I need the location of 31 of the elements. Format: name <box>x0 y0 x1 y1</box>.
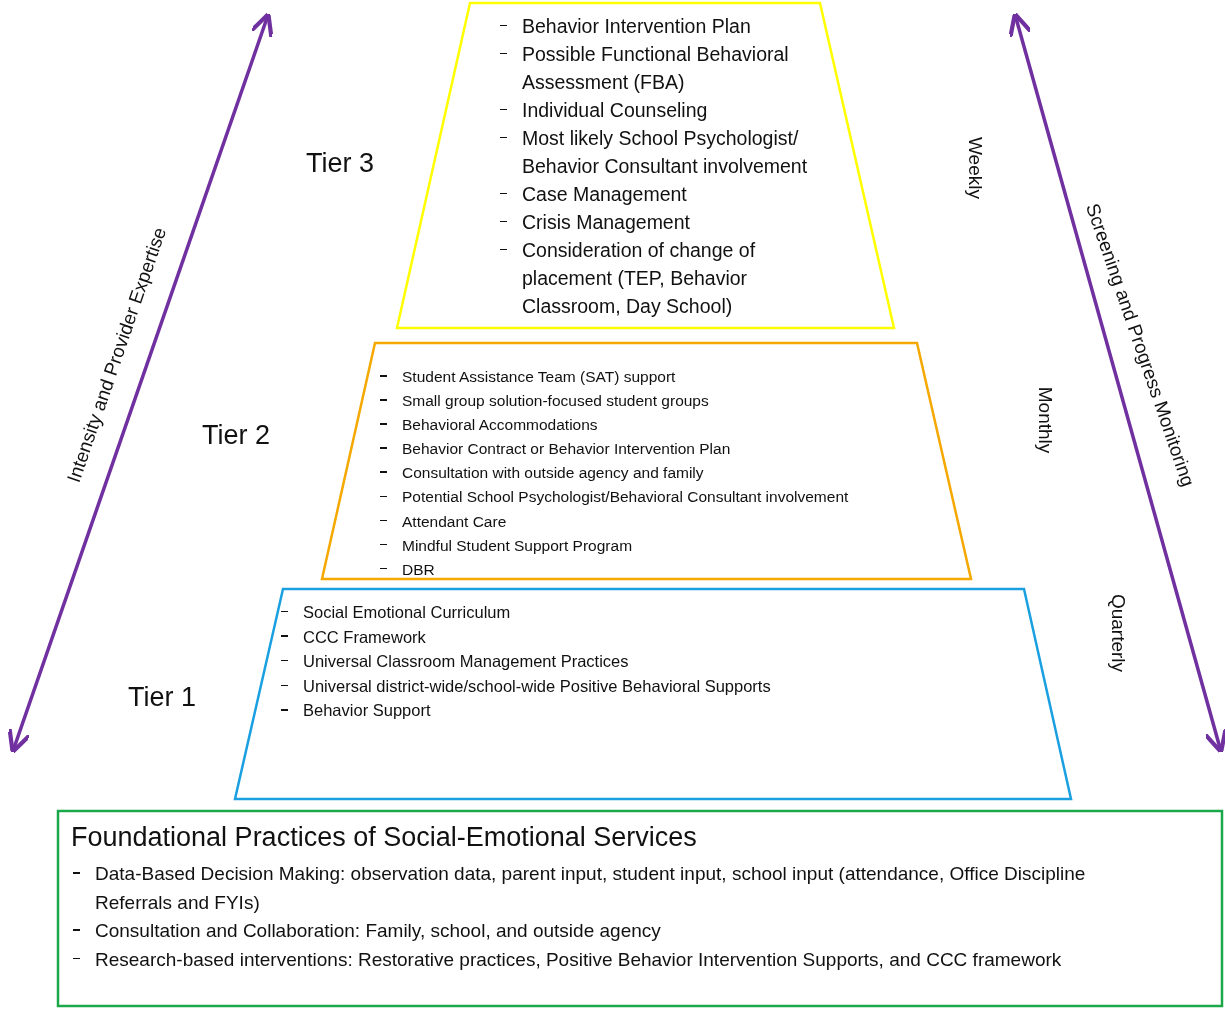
list-item: Most likely School Psychologist/ Behavior Consultant involvement <box>498 124 828 180</box>
list-item: Case Management <box>498 180 828 208</box>
list-item: Small group solution-focused student groups <box>378 389 938 414</box>
list-item: Data-Based Decision Making: observation data, parent input, student input, school input (attendance, Office Discipline Referrals and FYIs) <box>71 860 1151 917</box>
frequency-label: Monthly <box>1034 386 1056 454</box>
list-item: Consultation and Collaboration: Family, school, and outside agency <box>71 917 1151 946</box>
frequency-label: Weekly <box>964 137 986 199</box>
list-item: Behavior Intervention Plan <box>498 12 828 40</box>
list-item: Research-based interventions: Restorative practices, Positive Behavior Intervention Supports, and CCC framework <box>71 945 1151 974</box>
list-item: Mindful Student Support Program <box>378 533 938 558</box>
tier-label: Tier 3 <box>306 148 374 179</box>
frequency-label: Quarterly <box>1107 593 1129 673</box>
list-item: Consideration of change of placement (TEP, Behavior Classroom, Day School) <box>498 236 828 320</box>
list-item: DBR <box>378 557 938 582</box>
heading: Foundational Practices of Social-Emotional Services <box>71 822 697 853</box>
tier-label: Tier 2 <box>202 420 270 451</box>
list-item: Student Assistance Team (SAT) support <box>378 365 938 390</box>
list-item: Consultation with outside agency and family <box>378 461 938 486</box>
list-item: Universal Classroom Management Practices <box>279 649 879 674</box>
list-item: Universal district-wide/school-wide Positive Behavioral Supports <box>279 673 879 699</box>
list-item: Possible Functional Behavioral Assessment (FBA) <box>498 40 828 96</box>
list-item: CCC Framework <box>279 624 879 650</box>
list-item: Crisis Management <box>498 208 828 236</box>
list-item: Behavioral Accommodations <box>378 413 938 438</box>
list-item: Attendant Care <box>378 509 938 534</box>
list-item: Behavior Contract or Behavior Intervention Plan <box>378 437 938 462</box>
list-item: Potential School Psychologist/Behavioral Consultant involvement <box>378 485 938 510</box>
list-item: Behavior Support <box>279 698 879 723</box>
list-item: Social Emotional Curriculum <box>279 600 879 625</box>
list-item: Individual Counseling <box>498 96 828 124</box>
tier-label: Tier 1 <box>128 682 196 713</box>
